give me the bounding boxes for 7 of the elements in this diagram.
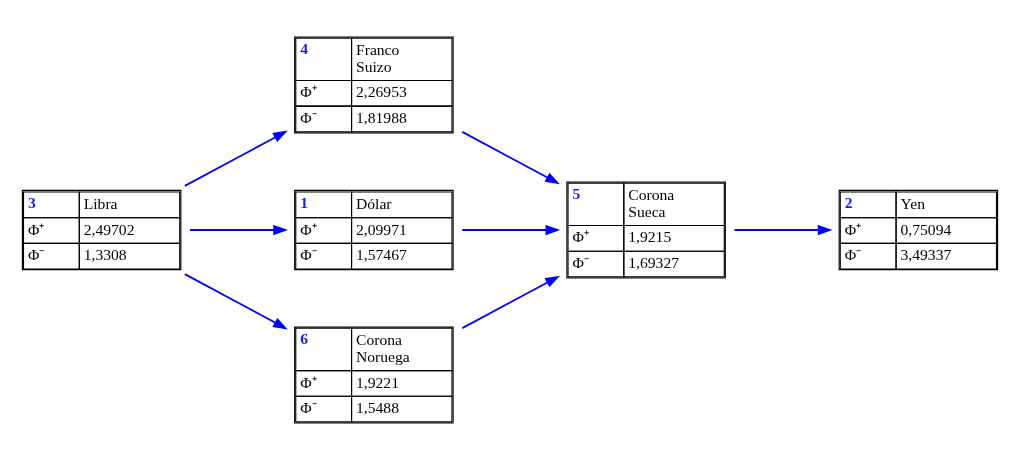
arrow: [460, 224, 560, 235]
arrow: [460, 275, 560, 329]
arrow: [183, 272, 288, 329]
arrow: [460, 130, 560, 184]
arrow: [733, 224, 832, 235]
arrow: [188, 224, 288, 235]
arrow: [183, 130, 288, 187]
